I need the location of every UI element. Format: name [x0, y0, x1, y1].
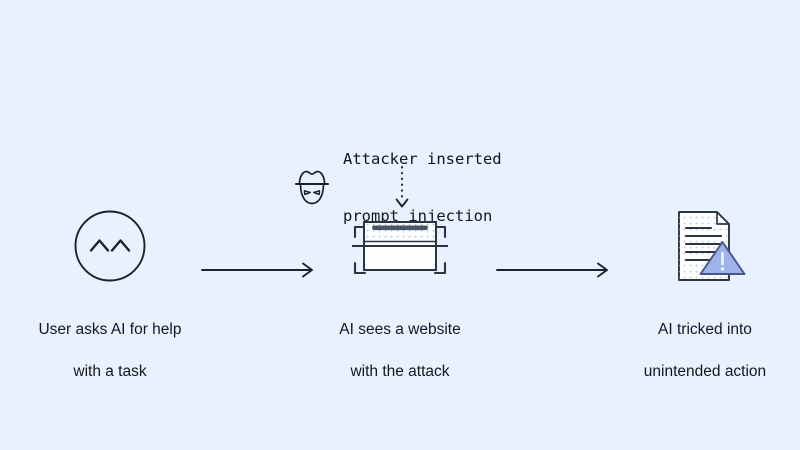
stage-user-caption: User asks AI for help with a task	[38, 299, 181, 383]
stage-website-caption-line1: AI sees a website	[339, 320, 461, 338]
stage-website-icon-wrap	[342, 205, 458, 287]
stage-result: AI tricked into unintended action	[600, 205, 800, 383]
stage-website-caption: AI sees a website with the attack	[339, 299, 460, 383]
attacker-annotation-line2: prompt injection	[343, 206, 493, 225]
stage-result-caption: AI tricked into unintended action	[644, 299, 766, 383]
attacker-annotation: Attacker inserted prompt injection	[290, 112, 502, 263]
stage-user-caption-line2: with a task	[73, 362, 147, 380]
stage-result-icon-wrap	[659, 205, 751, 287]
stage-user-caption-line1: User asks AI for help	[38, 320, 182, 338]
stage-website: AI sees a website with the attack	[295, 205, 505, 383]
document-warning-icon	[678, 211, 746, 281]
attacker-annotation-line1: Attacker inserted	[343, 149, 502, 168]
stage-result-caption-line1: AI tricked into	[658, 320, 752, 338]
dotted-down-arrow-icon	[395, 166, 409, 208]
stage-user: User asks AI for help with a task	[5, 205, 215, 383]
arrow-website-to-result-icon	[496, 262, 608, 278]
attacker-hat-face-icon	[294, 170, 330, 204]
stage-website-caption-line2: with the attack	[350, 362, 450, 380]
ai-face-circle-icon	[74, 210, 146, 282]
attacker-annotation-text: Attacker inserted prompt injection	[343, 112, 502, 263]
browser-window-scan-icon	[352, 221, 448, 275]
arrow-user-to-website-icon	[201, 262, 313, 278]
stage-result-caption-line2: unintended action	[643, 362, 767, 380]
stage-user-icon-wrap	[69, 205, 151, 287]
